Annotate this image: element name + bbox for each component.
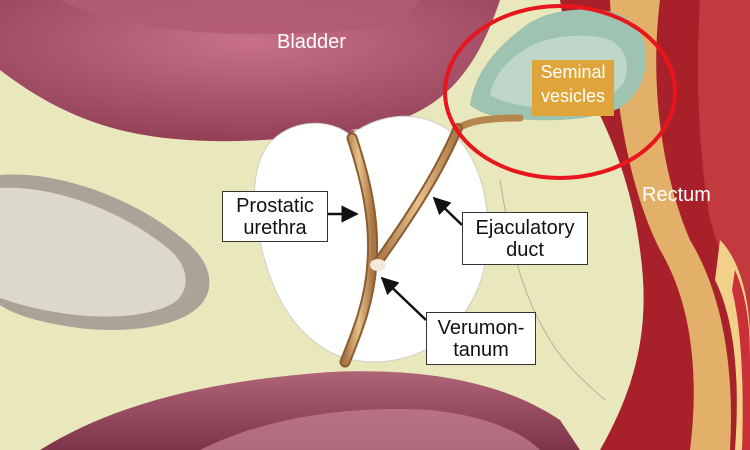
ejaculatory-duct-label-line1: Ejaculatory (475, 217, 575, 239)
arrow-verumontanum (380, 276, 427, 321)
prostatic-urethra-label-line2: urethra (243, 217, 307, 239)
bladder-label: Bladder (277, 31, 346, 53)
seminal-vesicles-label-line2: vesicles (540, 86, 606, 106)
bladder (0, 0, 500, 142)
ejaculatory-duct-label-line2: duct (506, 239, 544, 261)
pubic-bone-highlight (0, 187, 186, 317)
rectum-label: Rectum (642, 184, 711, 206)
verumontanum-mound (370, 259, 386, 271)
seminal-vesicles-label-line1: Seminal (540, 62, 606, 82)
verumontanum-label-line1: Verumon- (437, 317, 525, 339)
seminal-vesicles-label: Seminal vesicles (532, 60, 614, 116)
ejaculatory-duct-tube-core (375, 125, 461, 265)
arrow-ejaculatory-duct (432, 196, 463, 226)
bladder-upper-fold (60, 0, 420, 35)
prostatic-urethra-label-line1: Prostatic (236, 195, 314, 217)
red-ellipse-highlight-icon (443, 4, 677, 180)
rectum-inner-layer (698, 0, 750, 450)
ejaculatory-duct-label: Ejaculatory duct (462, 212, 588, 265)
lower-tissue-fold (200, 409, 540, 450)
prostatic-urethra-label: Prostatic urethra (222, 191, 328, 242)
verumontanum-label-line2: tanum (453, 339, 509, 361)
verumontanum-label: Verumon- tanum (426, 312, 536, 365)
rectum-layer-light (610, 0, 731, 450)
rectum-lumen (732, 270, 750, 450)
